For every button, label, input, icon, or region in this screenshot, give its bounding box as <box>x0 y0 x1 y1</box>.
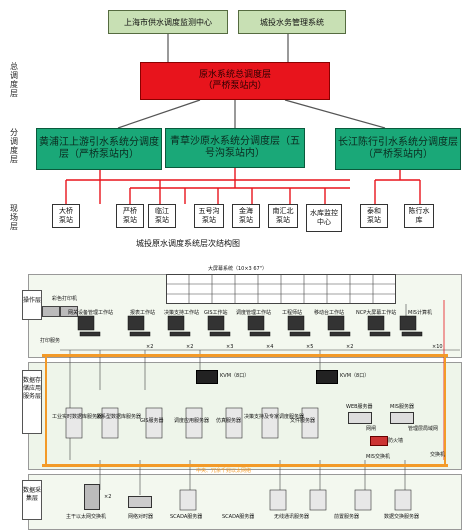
site-daqiao: 大桥泵站 <box>52 204 80 228</box>
workstation-label: 工程师站 <box>282 310 303 316</box>
kvm-label: KVM（8口） <box>340 373 370 379</box>
right-note: 管理层局域网 <box>408 426 439 432</box>
diagram-caption: 城投原水调度系统层次结构图 <box>136 239 240 248</box>
right-note: MIS交换机 <box>366 454 390 460</box>
multiplier: ×10 <box>432 344 443 350</box>
workstation-label: 报表工作站 <box>130 310 156 316</box>
multiplier: ×2 <box>346 344 354 350</box>
label-total-layer: 总调度层 <box>10 62 18 98</box>
collector-label: 网络对时器 <box>128 514 154 520</box>
workstation-label: NCP大屏幕工作站 <box>356 310 397 316</box>
multiplier: ×4 <box>266 344 274 350</box>
branch-changjiang: 长江陈行引水系统分调度层（严桥泵站内） <box>335 128 461 170</box>
lan-bus-storage <box>42 464 448 467</box>
site-jinhai: 金海泵站 <box>232 204 260 228</box>
workstation-label: GIS工作站 <box>204 310 228 316</box>
site-chenhang: 陈行水库 <box>404 204 434 228</box>
zone-storage <box>28 362 462 470</box>
print-server-label: 打印服务 <box>40 338 61 344</box>
server-icon <box>348 412 372 424</box>
site-wuhaogou: 五号沟泵站 <box>194 204 224 228</box>
district-system-box: 城投水务管理系统 <box>238 10 346 34</box>
right-label: 防火墙 <box>388 438 404 444</box>
multiplier: ×5 <box>306 344 314 350</box>
label-branch-layer: 分调度层 <box>10 128 18 164</box>
central-line2: （严桥泵站内） <box>203 81 267 91</box>
workstation-label: 决策支持工作站 <box>164 310 200 316</box>
server-label: 决策支持及专家调度服务器 <box>244 414 305 420</box>
collector-label: 主干以太网交换机 <box>66 514 107 520</box>
monitor-center-box: 上海市供水调度监测中心 <box>108 10 228 34</box>
collector-label: 无线通讯服务器 <box>274 514 310 520</box>
site-linjiang: 临江泵站 <box>148 204 176 228</box>
collector-mult: ×2 <box>104 494 112 500</box>
kvm-console-icon <box>196 370 218 384</box>
lan-bus-operation <box>42 354 448 357</box>
collector-label: 数据交换服务器 <box>384 514 420 520</box>
workstation-label: 调度管理工作站 <box>236 310 272 316</box>
central-dispatch-box: 原水系统总调度层 （严桥泵站内） <box>140 62 330 100</box>
workstation-label: MIS计算机 <box>408 310 432 316</box>
site-taihe: 泰和泵站 <box>360 204 388 228</box>
workstation-label: 网关设备管理工作站 <box>68 310 114 316</box>
hierarchy-connectors <box>65 34 421 204</box>
central-line1: 原水系统总调度层 <box>198 70 271 80</box>
lan-bus-vertical-right <box>444 354 446 466</box>
server-label: 文件服务器 <box>290 418 316 424</box>
branch-qingcaosha: 青草沙原水系统分调度层（五号沟泵站内） <box>165 128 305 168</box>
workstation-label: 移动台工作站 <box>314 310 345 316</box>
site-yanqiao: 严桥泵站 <box>116 204 144 228</box>
zone-label-operation: 操作层 <box>22 290 42 320</box>
printer-icon <box>60 306 78 317</box>
zone-collection <box>28 474 462 530</box>
collector-label: SCADA服务器 <box>222 514 255 520</box>
collector-label: 前置服务器 <box>334 514 360 520</box>
right-label: 网闸 <box>366 426 377 432</box>
lan-bus-vertical-left <box>45 354 47 466</box>
zone-label-storage: 数据存储应用服务层 <box>22 370 42 434</box>
printer-icon <box>42 306 60 317</box>
server-label: 工业实时数据库服务器 <box>52 414 103 420</box>
firewall-icon <box>370 436 388 446</box>
label-site-layer: 现场层 <box>10 204 18 231</box>
workstation-row <box>77 315 423 337</box>
server-label: GIS服务器 <box>140 418 164 424</box>
server-label: 调度应用服务器 <box>174 418 210 424</box>
right-label: WEB服务器 <box>346 404 373 410</box>
server-label: 关系型数据库服务器 <box>96 414 142 420</box>
collector-label: SCADA服务器 <box>170 514 203 520</box>
multiplier: ×2 <box>146 344 154 350</box>
multiplier: ×2 <box>186 344 194 350</box>
rack-icon <box>84 484 100 510</box>
lan-label: 中央、冗余千兆以太网络 <box>196 468 252 474</box>
server-label: 仿真服务器 <box>216 418 242 424</box>
right-label: 交换机 <box>430 452 446 458</box>
site-reservoir-center: 水库监控中心 <box>306 204 342 232</box>
collector-servers <box>179 489 412 511</box>
server-icon <box>390 412 414 424</box>
zone-label-collection: 数据采集层 <box>22 480 42 520</box>
multiplier: ×3 <box>226 344 234 350</box>
kvm-console-icon <box>316 370 338 384</box>
kvm-label: KVM（8口） <box>220 373 250 379</box>
printer-label: 彩色打印机 <box>52 296 78 302</box>
big-screen-label: 大屏幕系统（10×3 67"） <box>208 266 267 272</box>
server-rack-row <box>65 407 319 439</box>
site-nanhuibei: 南汇北泵站 <box>268 204 298 228</box>
right-label: MIS服务器 <box>390 404 414 410</box>
big-screen-wall <box>166 274 396 304</box>
time-sync-icon <box>128 496 152 508</box>
branch-huangpu: 黄浦江上游引水系统分调度层（严桥泵站内） <box>36 128 162 170</box>
